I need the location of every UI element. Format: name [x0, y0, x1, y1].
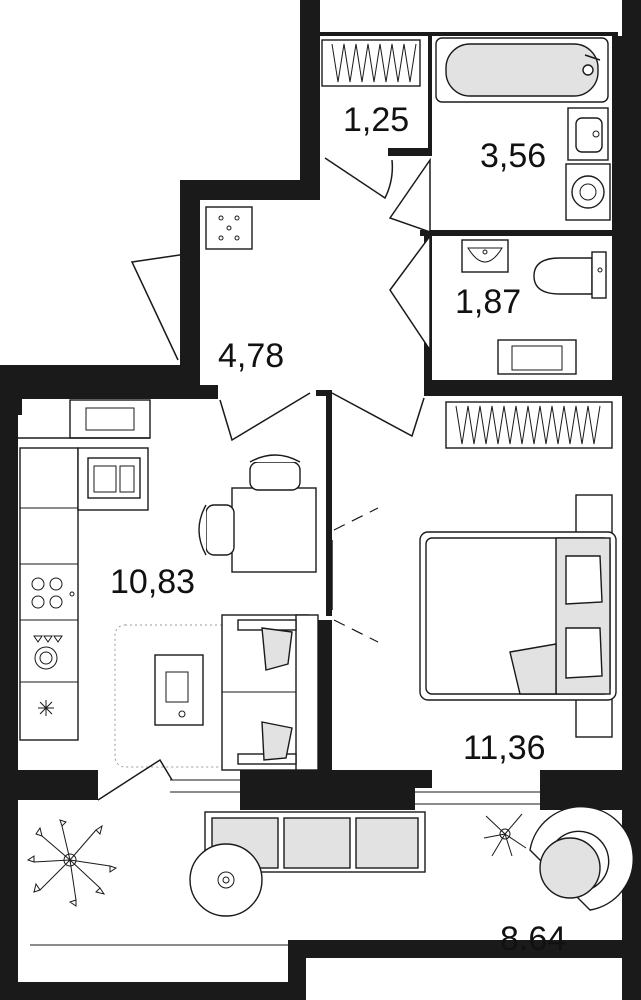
- balcony-sofa: [204, 811, 426, 873]
- toilet-bowl: [533, 251, 607, 299]
- toilet-radiator: [497, 339, 577, 375]
- balcony-door: [97, 758, 173, 801]
- dining-chair-left: [198, 504, 235, 556]
- plant-right: [483, 813, 527, 857]
- bathtub: [435, 37, 609, 103]
- storage-rack: [321, 39, 421, 87]
- bedroom-door: [331, 392, 425, 438]
- hall-area-label: 4,78: [218, 337, 284, 375]
- washing-machine: [565, 163, 611, 221]
- storage-area-label: 1,25: [343, 101, 409, 139]
- balcony-window: [30, 779, 540, 946]
- armchair: [529, 806, 634, 911]
- tv-view-lines: [333, 507, 379, 643]
- plant-left: [26, 819, 118, 907]
- storage-door: [324, 157, 394, 200]
- balcony-table: [189, 843, 263, 917]
- bedroom-wardrobe: [445, 401, 613, 449]
- bathroom-door: [388, 157, 431, 234]
- kitchen-door: [219, 392, 311, 442]
- dining-table: [231, 487, 317, 573]
- bathroom-area-label: 3,56: [480, 137, 546, 175]
- balcony-area-label: 8.64: [500, 920, 566, 958]
- toilet-door: [389, 233, 431, 353]
- bedroom-area-label: 11,36: [463, 729, 546, 767]
- dishwasher: [33, 635, 63, 670]
- hall-socket-box: [205, 206, 253, 250]
- tv-panel: [327, 540, 333, 610]
- toilet-sink: [461, 239, 509, 273]
- bed: [419, 494, 617, 738]
- sofa: [221, 614, 319, 771]
- tv-table: [154, 654, 204, 726]
- kitchen-hood: [69, 399, 151, 439]
- dining-chair-top: [249, 454, 301, 491]
- kitchen-sink: [87, 457, 141, 499]
- fridge-mark: [38, 700, 54, 716]
- toilet-area-label: 1,87: [455, 283, 521, 321]
- kitchen-living-area-label: 10,83: [110, 563, 195, 601]
- cooktop: [31, 577, 75, 609]
- bathroom-sink: [567, 107, 609, 161]
- entrance-door: [130, 251, 201, 361]
